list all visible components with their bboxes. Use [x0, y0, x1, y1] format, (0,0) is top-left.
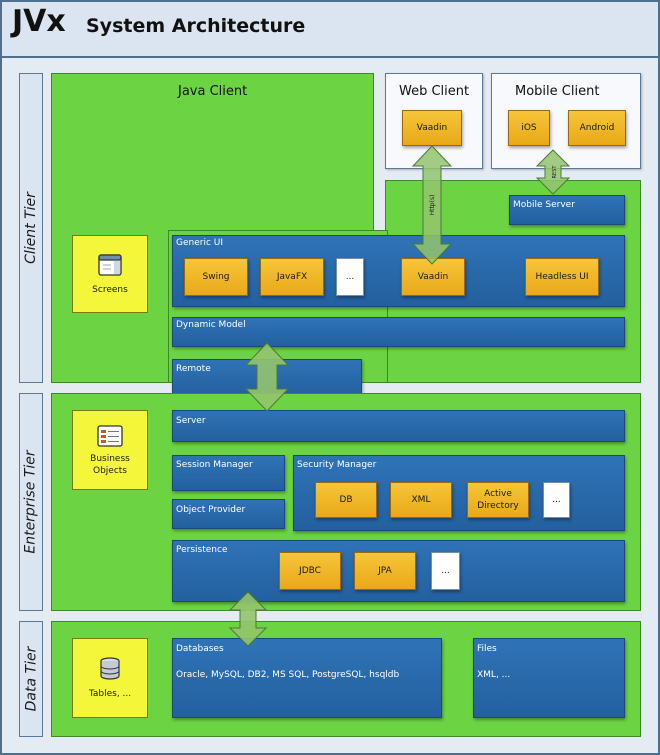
javafx-box: JavaFX [260, 258, 324, 296]
data-tier-label: Data Tier [19, 621, 43, 737]
headless-ui-box: Headless UI [525, 258, 599, 296]
persistence-more-box: ... [431, 552, 460, 590]
logo: JVx [12, 4, 66, 39]
business-objects-icon [97, 424, 123, 447]
java-client-title: Java Client [178, 84, 248, 99]
xml-box: XML [390, 482, 452, 518]
business-objects-label: Business Objects [90, 453, 130, 476]
swing-box: Swing [184, 258, 248, 296]
http-label: Http(s) [429, 195, 436, 216]
jdbc-box: JDBC [279, 552, 341, 590]
db-box: DB [315, 482, 377, 518]
mobile-client-title: Mobile Client [515, 84, 600, 99]
files-list: XML, ... [477, 670, 511, 680]
rest-label: REST [552, 165, 558, 179]
databases-box: Databases Oracle, MySQL, DB2, MS SQL, Po… [172, 638, 442, 718]
web-client-title: Web Client [399, 84, 470, 99]
files-box: Files XML, ... [473, 638, 625, 718]
enterprise-tier-label: Enterprise Tier [19, 393, 43, 611]
ios-box: iOS [508, 110, 550, 146]
mobile-server-box: Mobile Server [509, 195, 625, 225]
screens-box: Screens [72, 235, 148, 313]
window-icon [98, 254, 122, 276]
databases-list: Oracle, MySQL, DB2, MS SQL, PostgreSQL, … [176, 670, 400, 680]
dynamic-model-box: Dynamic Model [172, 317, 625, 347]
screens-label: Screens [92, 285, 128, 295]
tables-label: Tables, ... [88, 689, 132, 699]
title-bar [0, 0, 660, 58]
rest-arrow [535, 149, 571, 195]
active-directory-box: Active Directory [467, 482, 529, 518]
object-provider-box: Object Provider [172, 499, 285, 529]
android-box: Android [568, 110, 626, 146]
client-tier-label: Client Tier [19, 73, 43, 383]
security-more-box: ... [543, 482, 570, 518]
diagram-title: System Architecture [86, 15, 306, 37]
persistence-data-arrow [228, 591, 268, 647]
tables-box: Tables, ... [72, 638, 148, 718]
server-box: Server [172, 410, 625, 442]
remote-server-arrow [244, 342, 290, 412]
business-objects-box: Business Objects [72, 410, 148, 490]
http-arrow [411, 145, 453, 265]
database-icon [100, 657, 120, 680]
session-manager-box: Session Manager [172, 455, 285, 491]
jpa-box: JPA [354, 552, 416, 590]
generic-ui-more-box: ... [336, 258, 364, 296]
